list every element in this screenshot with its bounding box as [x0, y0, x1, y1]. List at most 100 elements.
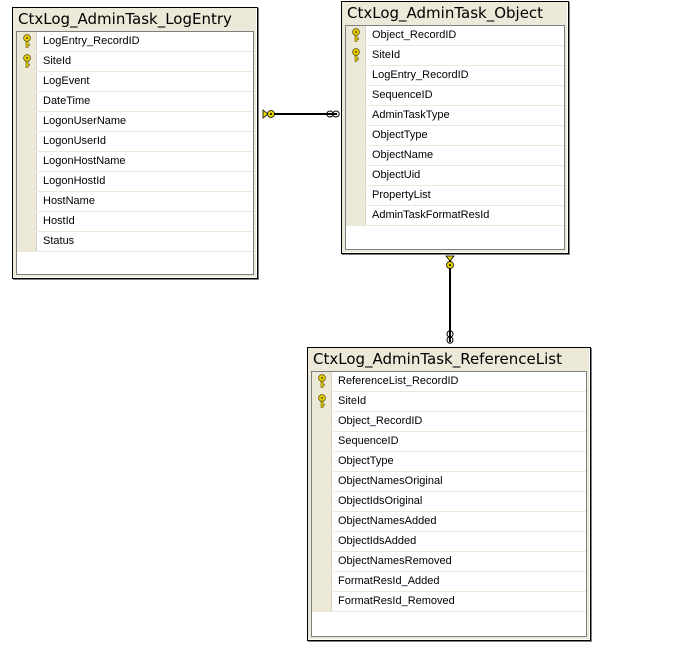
column-row[interactable]: LogEvent [17, 72, 253, 92]
row-selector[interactable] [17, 112, 37, 131]
row-selector[interactable] [17, 232, 37, 251]
column-name: SiteId [338, 395, 367, 407]
column-row[interactable]: HostId [17, 212, 253, 232]
column-name: HostId [43, 215, 75, 227]
row-selector[interactable] [346, 126, 366, 145]
column-row[interactable]: ObjectIdsAdded [312, 532, 586, 552]
table-logentry[interactable]: CtxLog_AdminTask_LogEntry LogEntry_Recor… [12, 7, 258, 279]
table-object[interactable]: CtxLog_AdminTask_Object Object_RecordID S… [341, 1, 569, 254]
key-icon [445, 255, 455, 269]
row-selector[interactable] [17, 152, 37, 171]
column-row[interactable]: ObjectName [346, 146, 564, 166]
column-row[interactable]: PropertyList [346, 186, 564, 206]
column-name: SequenceID [338, 435, 399, 447]
table-title[interactable]: CtxLog_AdminTask_LogEntry [18, 10, 232, 28]
column-name: DateTime [43, 95, 91, 107]
row-selector[interactable] [312, 452, 332, 471]
column-row[interactable]: Object_RecordID [312, 412, 586, 432]
infinity-icon [446, 330, 454, 344]
column-name: Object_RecordID [372, 29, 457, 41]
column-row[interactable]: AdminTaskFormatResId [346, 206, 564, 226]
empty-new-row[interactable] [312, 612, 586, 632]
row-selector[interactable] [312, 592, 332, 611]
row-selector[interactable] [17, 72, 37, 91]
table-title[interactable]: CtxLog_AdminTask_Object [347, 4, 544, 22]
column-row[interactable]: ObjectNamesOriginal [312, 472, 586, 492]
column-row[interactable]: LogonHostId [17, 172, 253, 192]
column-row[interactable]: Status [17, 232, 253, 252]
row-selector[interactable] [346, 86, 366, 105]
row-selector[interactable] [17, 92, 37, 111]
column-row[interactable]: ReferenceList_RecordID [312, 372, 586, 392]
relationship-logentry-object[interactable] [262, 109, 340, 119]
primary-key-icon [318, 394, 326, 408]
row-selector[interactable] [17, 132, 37, 151]
column-row[interactable]: ObjectType [346, 126, 564, 146]
column-row[interactable]: FormatResId_Removed [312, 592, 586, 612]
row-selector[interactable] [312, 472, 332, 491]
row-selector[interactable] [17, 212, 37, 231]
column-row[interactable]: Object_RecordID [346, 26, 564, 46]
row-selector[interactable] [346, 46, 366, 65]
row-selector[interactable] [312, 512, 332, 531]
column-name: ObjectType [372, 129, 428, 141]
column-row[interactable]: LogonUserName [17, 112, 253, 132]
column-name: ObjectIdsAdded [338, 535, 417, 547]
key-icon [262, 109, 275, 119]
row-selector[interactable] [312, 372, 332, 391]
column-row[interactable]: LogonHostName [17, 152, 253, 172]
row-selector[interactable] [312, 412, 332, 431]
row-selector[interactable] [17, 192, 37, 211]
column-name: HostName [43, 195, 95, 207]
column-name: Object_RecordID [338, 415, 423, 427]
column-name: ObjectNamesRemoved [338, 555, 452, 567]
row-selector[interactable] [346, 166, 366, 185]
table-reflist[interactable]: CtxLog_AdminTask_ReferenceList Reference… [307, 347, 591, 641]
column-name: AdminTaskType [372, 109, 450, 121]
column-row[interactable]: SiteId [346, 46, 564, 66]
empty-new-row[interactable] [17, 252, 253, 272]
row-selector[interactable] [312, 532, 332, 551]
column-row[interactable]: ObjectNamesAdded [312, 512, 586, 532]
column-row[interactable]: DateTime [17, 92, 253, 112]
row-selector[interactable] [17, 52, 37, 71]
column-name: LogonUserId [43, 135, 106, 147]
row-selector[interactable] [312, 432, 332, 451]
column-row[interactable]: HostName [17, 192, 253, 212]
row-selector[interactable] [312, 572, 332, 591]
column-row[interactable]: AdminTaskType [346, 106, 564, 126]
column-row[interactable]: LogEntry_RecordID [17, 32, 253, 52]
column-row[interactable]: ObjectUid [346, 166, 564, 186]
column-row[interactable]: ObjectIdsOriginal [312, 492, 586, 512]
column-row[interactable]: LogEntry_RecordID [346, 66, 564, 86]
row-selector[interactable] [346, 146, 366, 165]
column-name: FormatResId_Removed [338, 595, 455, 607]
column-row[interactable]: LogonUserId [17, 132, 253, 152]
row-selector[interactable] [346, 206, 366, 225]
row-selector[interactable] [312, 492, 332, 511]
column-row[interactable]: ObjectType [312, 452, 586, 472]
column-row[interactable]: ObjectNamesRemoved [312, 552, 586, 572]
column-name: FormatResId_Added [338, 575, 440, 587]
column-row[interactable]: SequenceID [312, 432, 586, 452]
empty-new-row[interactable] [346, 226, 564, 246]
row-selector[interactable] [346, 66, 366, 85]
column-name: LogonUserName [43, 115, 127, 127]
column-row[interactable]: SiteId [17, 52, 253, 72]
row-selector[interactable] [312, 552, 332, 571]
row-selector[interactable] [17, 32, 37, 51]
column-row[interactable]: SiteId [312, 392, 586, 412]
row-selector[interactable] [346, 186, 366, 205]
column-row[interactable]: SequenceID [346, 86, 564, 106]
relationship-object-reflist[interactable] [445, 255, 455, 344]
table-title[interactable]: CtxLog_AdminTask_ReferenceList [313, 350, 562, 368]
column-name: ObjectUid [372, 169, 421, 181]
row-selector[interactable] [312, 392, 332, 411]
row-selector[interactable] [346, 26, 366, 45]
column-name: LogEntry_RecordID [372, 69, 469, 81]
column-row[interactable]: FormatResId_Added [312, 572, 586, 592]
row-selector[interactable] [346, 106, 366, 125]
row-selector[interactable] [17, 172, 37, 191]
column-name: SiteId [43, 55, 72, 67]
